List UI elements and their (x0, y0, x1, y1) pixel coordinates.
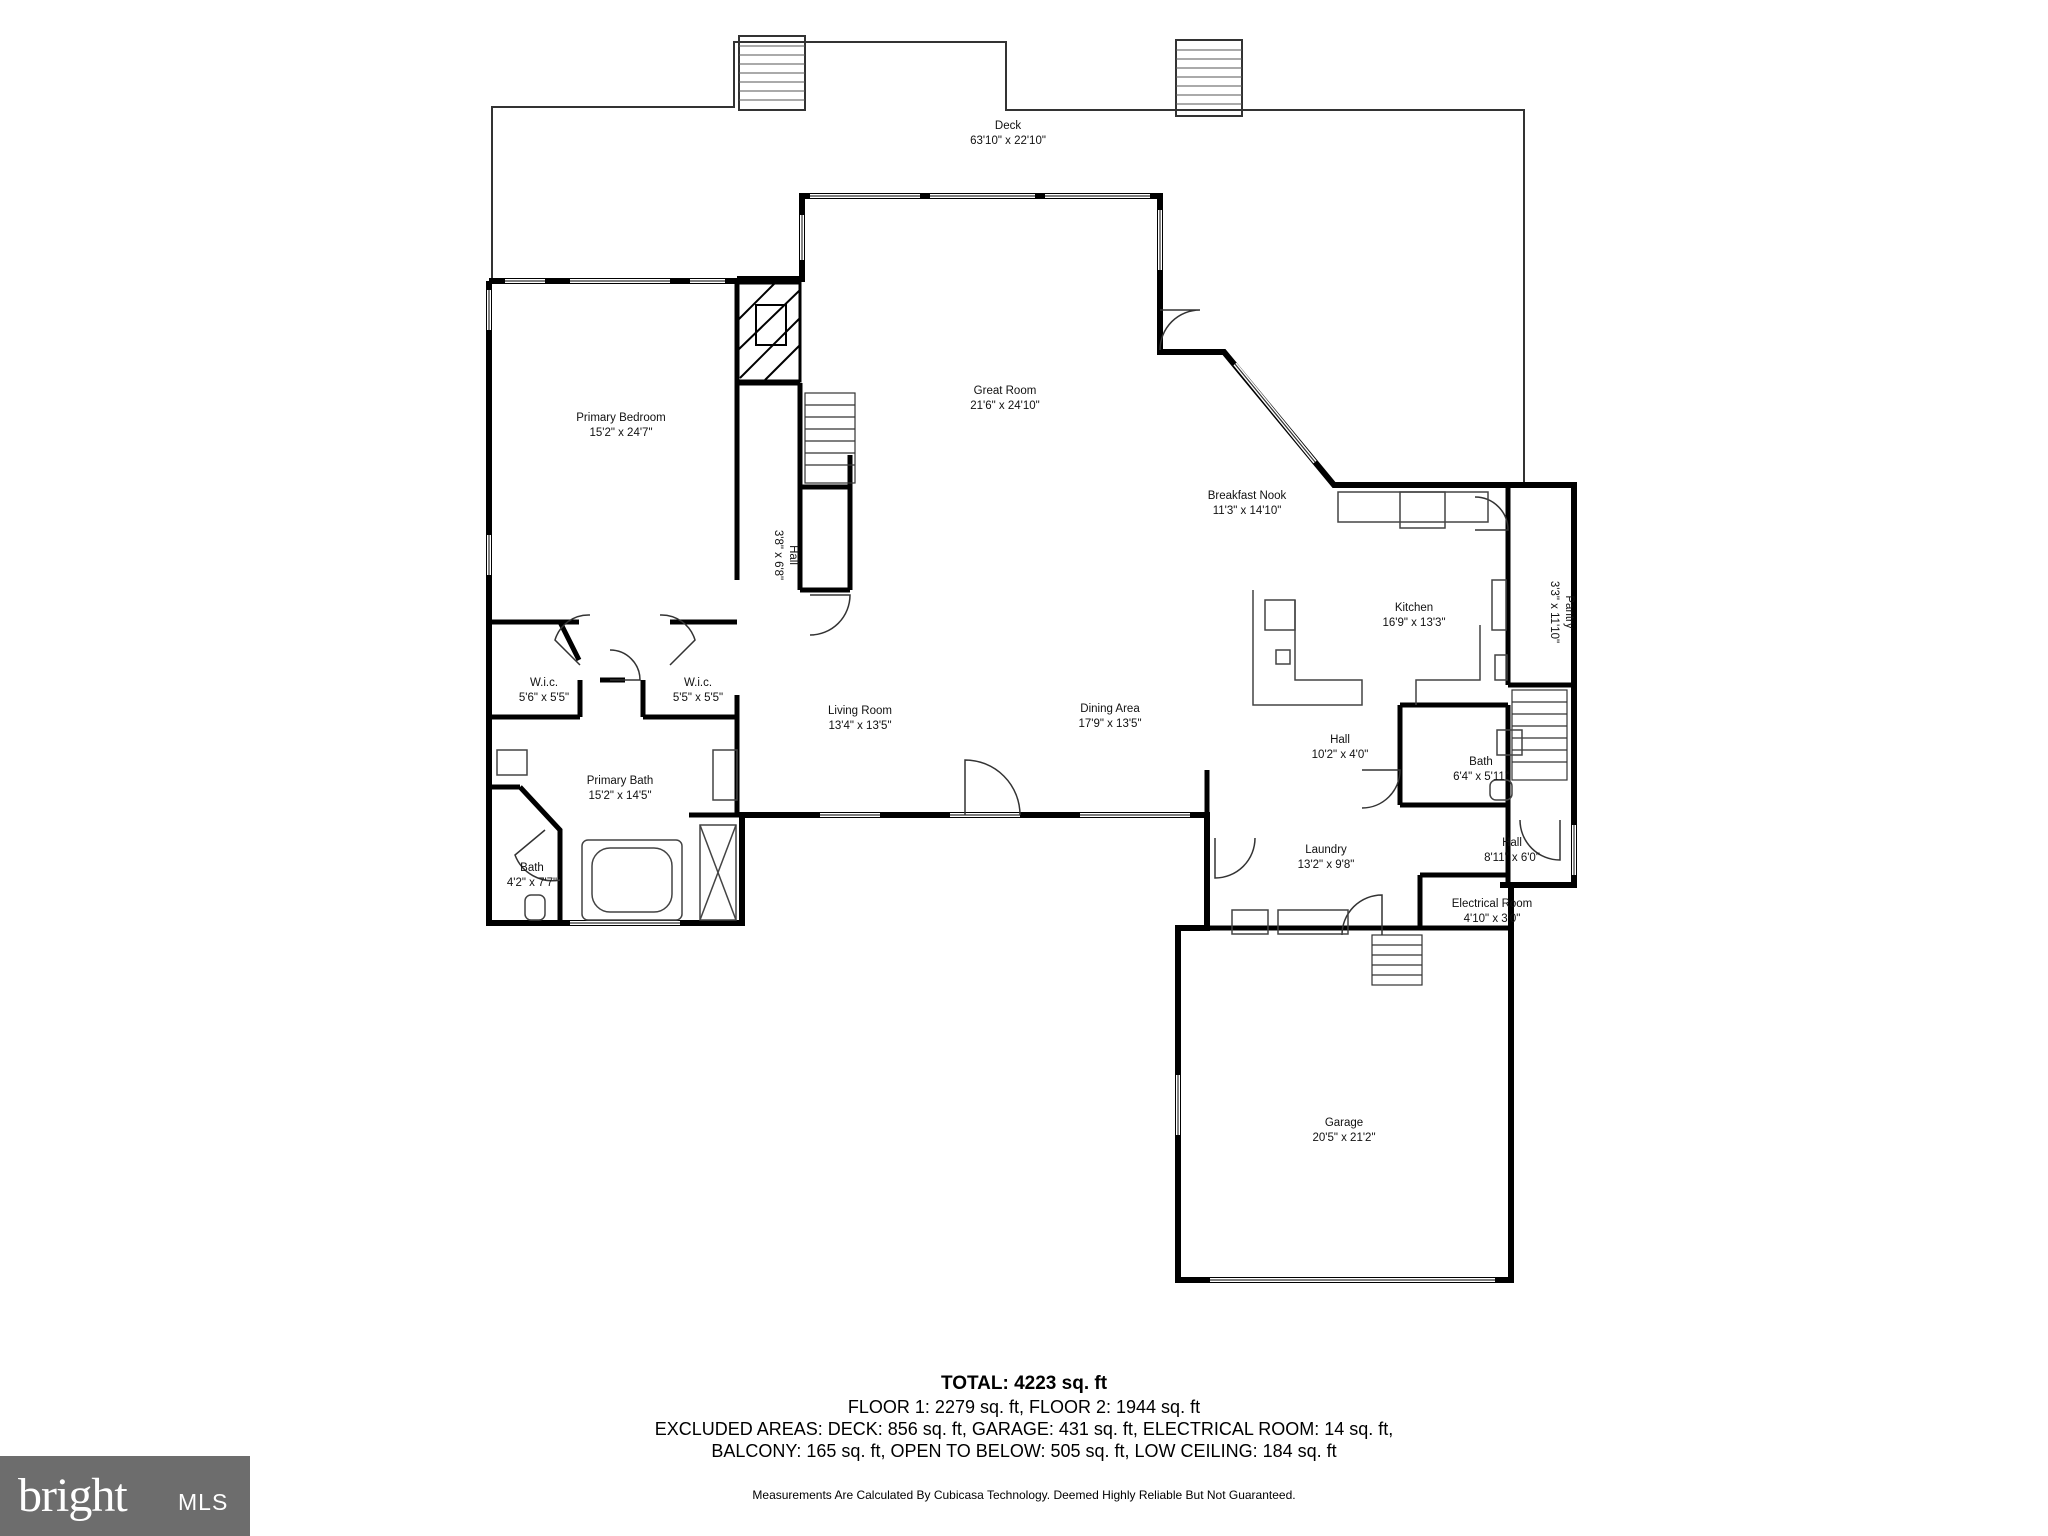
windows (487, 194, 1576, 1282)
svg-text:4'10" x 3'0": 4'10" x 3'0" (1464, 913, 1521, 925)
bath-fixtures (496, 729, 1523, 935)
exterior-walls (486, 193, 1577, 1283)
svg-text:W.i.c.: W.i.c. (684, 677, 712, 689)
room-garage: Garage 20'5" x 21'2" (1312, 1117, 1375, 1144)
interior-stairs (804, 392, 1568, 986)
room-primary-bedroom: Primary Bedroom 15'2" x 24'7" (576, 412, 665, 439)
deck-stairs (739, 45, 1242, 105)
svg-text:10'2" x 4'0": 10'2" x 4'0" (1312, 749, 1369, 761)
room-electrical-room: Electrical Room 4'10" x 3'0" (1452, 898, 1533, 925)
svg-text:6'4" x 5'11": 6'4" x 5'11" (1453, 771, 1509, 783)
svg-text:Deck: Deck (995, 120, 1021, 132)
svg-text:Hall: Hall (1330, 734, 1350, 746)
svg-text:3'3" x 11'10": 3'3" x 11'10" (1548, 581, 1560, 643)
svg-text:4'2" x 7'7": 4'2" x 7'7" (507, 877, 557, 889)
svg-text:Pantry: Pantry (1563, 595, 1575, 628)
excluded-areas: EXCLUDED AREAS: DECK: 856 sq. ft, GARAGE… (654, 1419, 1394, 1439)
svg-text:Laundry: Laundry (1305, 844, 1347, 856)
svg-text:Garage: Garage (1325, 1117, 1363, 1129)
svg-text:Hall: Hall (787, 545, 799, 565)
svg-text:11'3" x 14'10": 11'3" x 14'10" (1213, 505, 1282, 517)
svg-text:16'9" x 13'3": 16'9" x 13'3" (1382, 617, 1445, 629)
svg-text:15'2" x 14'5": 15'2" x 14'5" (588, 790, 651, 802)
svg-text:13'4" x 13'5": 13'4" x 13'5" (828, 720, 891, 732)
room-living-room: Living Room 13'4" x 13'5" (828, 705, 892, 732)
svg-text:Kitchen: Kitchen (1395, 602, 1433, 614)
svg-text:5'5" x 5'5": 5'5" x 5'5" (673, 692, 723, 704)
svg-text:8'11" x 6'0": 8'11" x 6'0" (1484, 852, 1540, 864)
room-primary-bath: Primary Bath 15'2" x 14'5" (587, 775, 653, 802)
svg-text:Great Room: Great Room (974, 385, 1037, 397)
door-swings (514, 309, 1561, 936)
excluded-areas-continued: BALCONY: 165 sq. ft, OPEN TO BELOW: 505 … (711, 1441, 1337, 1461)
svg-text:20'5" x 21'2": 20'5" x 21'2" (1312, 1132, 1375, 1144)
svg-text:Primary Bath: Primary Bath (587, 775, 653, 787)
total-area: TOTAL: 4223 sq. ft (940, 1373, 1108, 1394)
svg-text:Living Room: Living Room (828, 705, 892, 717)
svg-text:Breakfast Nook: Breakfast Nook (1208, 490, 1287, 502)
svg-text:Primary Bedroom: Primary Bedroom (576, 412, 665, 424)
disclaimer: Measurements Are Calculated By Cubicasa … (752, 1488, 1296, 1502)
svg-text:15'2" x 24'7": 15'2" x 24'7" (589, 427, 652, 439)
logo-suffix: MLS (178, 1489, 229, 1515)
room-bath-kitchen: Bath 6'4" x 5'11" (1453, 756, 1509, 783)
bright-mls-logo: bright MLS (0, 1456, 250, 1536)
room-deck: Deck 63'10" x 22'10" (970, 120, 1046, 147)
room-breakfast-nook: Breakfast Nook 11'3" x 14'10" (1208, 490, 1287, 517)
room-dining-area: Dining Area 17'9" x 13'5" (1078, 703, 1141, 730)
svg-text:21'6" x 24'10": 21'6" x 24'10" (970, 400, 1039, 412)
room-great-room: Great Room 21'6" x 24'10" (970, 385, 1039, 412)
kitchen-fixtures (1252, 491, 1508, 706)
room-laundry: Laundry 13'2" x 9'8" (1298, 844, 1355, 871)
interior-walls (489, 281, 1574, 931)
svg-text:Hall: Hall (1502, 837, 1522, 849)
room-wic-left: W.i.c. 5'6" x 5'5" (519, 677, 569, 704)
svg-text:Bath: Bath (1469, 756, 1493, 768)
svg-text:Electrical Room: Electrical Room (1452, 898, 1533, 910)
room-bath-primary: Bath 4'2" x 7'7" (507, 862, 557, 889)
svg-text:17'9" x 13'5": 17'9" x 13'5" (1078, 718, 1141, 730)
svg-text:13'2" x 9'8": 13'2" x 9'8" (1298, 859, 1355, 871)
svg-text:63'10" x 22'10": 63'10" x 22'10" (970, 135, 1046, 147)
window-lines (488, 195, 1575, 1281)
svg-text:Dining Area: Dining Area (1080, 703, 1140, 715)
svg-text:Bath: Bath (520, 862, 544, 874)
svg-text:W.i.c.: W.i.c. (530, 677, 558, 689)
fireplace (736, 281, 802, 383)
floor-areas: FLOOR 1: 2279 sq. ft, FLOOR 2: 1944 sq. … (847, 1397, 1201, 1417)
room-hall-laundry: Hall 8'11" x 6'0" (1484, 837, 1540, 864)
room-kitchen: Kitchen 16'9" x 13'3" (1382, 602, 1445, 629)
svg-text:5'6" x 5'5": 5'6" x 5'5" (519, 692, 569, 704)
logo-brand: bright (18, 1469, 128, 1522)
room-hall-mid: Hall 10'2" x 4'0" (1312, 734, 1369, 761)
room-wic-right: W.i.c. 5'5" x 5'5" (673, 677, 723, 704)
svg-text:3'8" x 6'8": 3'8" x 6'8" (772, 530, 784, 580)
room-labels: Deck 63'10" x 22'10" Great Room 21'6" x 24… (507, 120, 1575, 1144)
